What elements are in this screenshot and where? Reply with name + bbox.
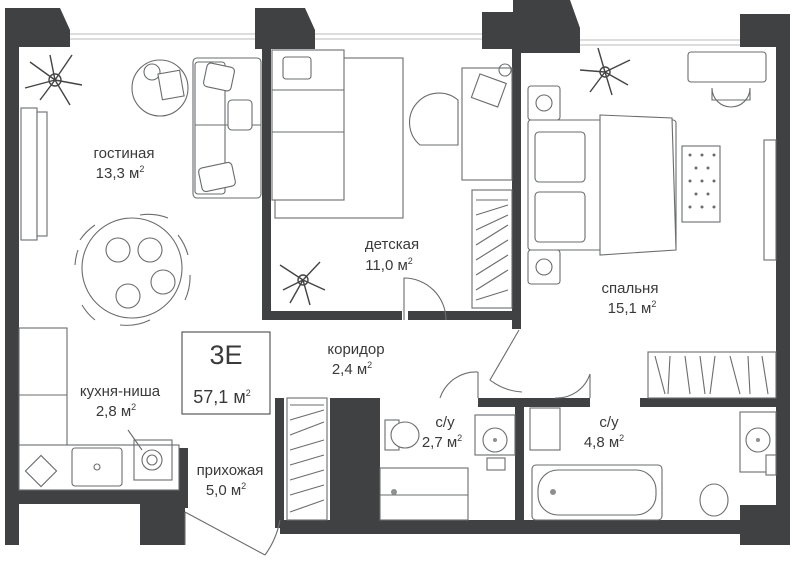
wc2-area: 4,8 м2	[584, 433, 624, 451]
kids-furniture	[271, 49, 513, 309]
wc2-name: с/у	[599, 414, 619, 431]
plant-icon	[24, 54, 83, 106]
bathroom1-fixtures	[379, 414, 516, 521]
hall-furniture	[286, 397, 328, 521]
kitchen-area: 2,8 м2	[96, 402, 136, 420]
kids-room-area: 11,0 м2	[365, 256, 413, 274]
wc1-area: 2,7 м2	[422, 433, 462, 451]
doors	[184, 277, 591, 556]
hall-name: прихожая	[197, 462, 264, 479]
kitchen-name: кухня-ниша	[80, 383, 161, 400]
living-room-area: 13,3 м2	[96, 164, 145, 182]
bedroom-furniture	[527, 47, 777, 399]
room-labels: гостиная 13,3 м2 детская 11,0 м2 спальня…	[80, 145, 659, 499]
apartment-total-area: 57,1 м2	[193, 387, 250, 407]
bathroom2-fixtures	[529, 407, 777, 521]
wc1-name: с/у	[435, 414, 455, 431]
apartment-code: 3E	[209, 340, 242, 370]
hall-area: 5,0 м2	[206, 481, 246, 499]
kids-room-name: детская	[365, 236, 419, 253]
bedroom-area: 15,1 м2	[608, 299, 657, 317]
windows	[70, 33, 740, 46]
apartment-info-box: 3E 57,1 м2	[181, 331, 271, 415]
bedroom-plant-icon	[579, 47, 631, 96]
corridor-area: 2,4 м2	[332, 360, 372, 378]
bedroom-name: спальня	[602, 280, 659, 297]
living-room-name: гостиная	[94, 145, 155, 162]
walls	[5, 0, 790, 545]
corridor-name: коридор	[327, 341, 384, 358]
kids-plant-icon	[279, 261, 326, 306]
living-furniture	[18, 54, 262, 491]
